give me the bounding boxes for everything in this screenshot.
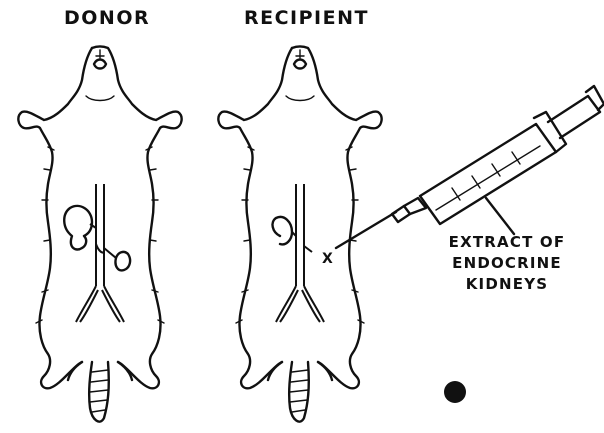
- donor-rat: [18, 47, 181, 422]
- recipient-kidney: [273, 217, 292, 244]
- donor-kidney-left: [64, 206, 92, 250]
- donor-aorta: [96, 184, 104, 286]
- recipient-aorta: [296, 184, 304, 286]
- syringe: [336, 86, 604, 248]
- syringe-barrel: [420, 124, 556, 224]
- annotation-text: EXTRACT OF ENDOCRINE KIDNEYS: [432, 232, 582, 295]
- annotation-line-2: ENDOCRINE: [432, 253, 582, 274]
- injection-marker: X: [322, 251, 333, 267]
- annotation-line-3: KIDNEYS: [432, 274, 582, 295]
- annotation-leader: [486, 198, 514, 234]
- syringe-plunger: [548, 96, 600, 138]
- ink-blot: [444, 381, 466, 403]
- annotation-line-1: EXTRACT OF: [432, 232, 582, 253]
- donor-kidney-right: [115, 252, 130, 270]
- syringe-needle: [336, 212, 396, 248]
